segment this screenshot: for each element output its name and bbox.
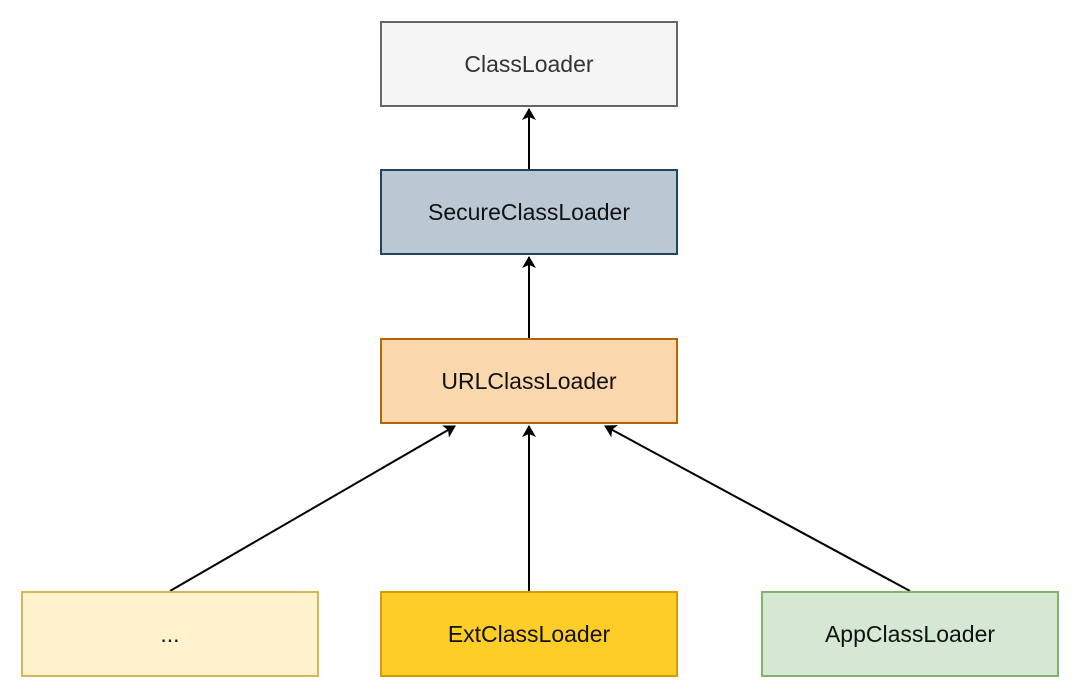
node-label: ExtClassLoader (447, 620, 611, 647)
node-label: ClassLoader (464, 50, 594, 77)
node-secure-classloader: SecureClassLoader (380, 169, 678, 255)
node-ext-classloader: ExtClassLoader (380, 591, 678, 677)
node-label: AppClassLoader (824, 620, 996, 647)
edge-app-to-url (604, 425, 911, 592)
node-ellipsis: ... (21, 591, 319, 677)
node-url-classloader: URLClassLoader (380, 338, 678, 424)
node-label: URLClassLoader (441, 367, 617, 394)
node-app-classloader: AppClassLoader (761, 591, 1059, 677)
node-label: SecureClassLoader (427, 198, 630, 225)
node-classloader: ClassLoader (380, 21, 678, 107)
node-label: ... (160, 620, 180, 647)
edge-dots-to-url (169, 425, 456, 592)
